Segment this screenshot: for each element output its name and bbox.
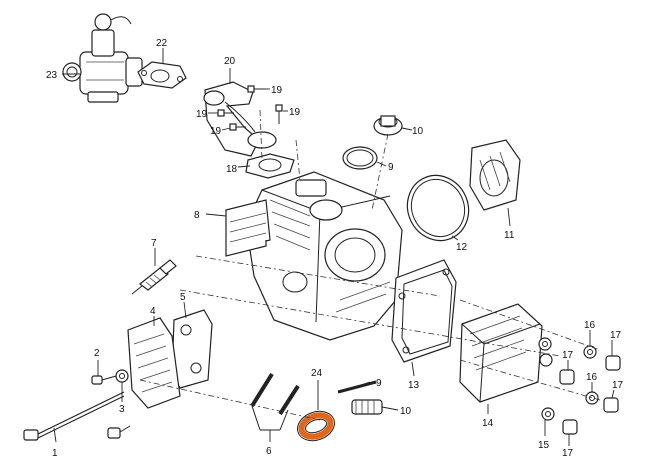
part-number-labels: 1 2 3 4 5 6 7 8 9 9 10 10 11 12 13 14 15… [46, 38, 624, 459]
label-17-a: 17 [610, 330, 622, 341]
label-2: 2 [94, 348, 100, 359]
intake-gasket [245, 153, 295, 179]
manifold-bolts [217, 85, 283, 131]
label-19-d: 19 [210, 126, 222, 137]
label-13: 13 [408, 380, 420, 391]
carburetor-insulator-gasket [137, 61, 187, 89]
cylinder-head-cover [459, 303, 543, 403]
label-10-upper: 10 [412, 126, 424, 137]
label-11: 11 [504, 230, 515, 241]
label-16-upper: 16 [584, 320, 596, 331]
label-19-c: 19 [196, 109, 208, 120]
label-17-d: 17 [562, 448, 574, 459]
label-20: 20 [224, 56, 236, 67]
label-8: 8 [194, 210, 200, 221]
label-18: 18 [226, 164, 238, 175]
label-22: 22 [156, 38, 168, 49]
alignment-lines [139, 109, 601, 421]
valve-adjust-cap [373, 115, 403, 136]
o-ring-24-highlighted [297, 410, 335, 442]
label-17-b: 17 [562, 350, 574, 361]
head-cover-gasket [391, 259, 457, 363]
label-12: 12 [456, 242, 468, 253]
washers-and-nuts [538, 337, 621, 435]
label-19-a: 19 [271, 85, 283, 96]
label-10-lower: 10 [400, 406, 412, 417]
label-1: 1 [52, 448, 58, 459]
o-ring-small [342, 146, 378, 170]
small-bolt-and-washer [91, 369, 131, 439]
cylinder-studs [250, 372, 300, 431]
label-7: 7 [151, 238, 157, 249]
label-17-c: 17 [612, 380, 624, 391]
cylinder-head [245, 171, 403, 341]
dowel-pin [337, 380, 377, 394]
label-15: 15 [538, 440, 550, 451]
label-6: 6 [266, 446, 272, 457]
label-24: 24 [311, 368, 323, 379]
label-9-lower: 9 [376, 378, 382, 389]
side-fin-cover [127, 317, 181, 409]
label-9-upper: 9 [388, 162, 394, 173]
cam-holder-plate [171, 309, 213, 389]
label-3: 3 [119, 404, 125, 415]
valve-adjuster [351, 399, 399, 415]
carburetor [62, 13, 143, 103]
o-ring-large [406, 174, 470, 242]
long-stud-bolt [23, 391, 125, 441]
label-19-b: 19 [289, 107, 301, 118]
label-5: 5 [180, 292, 186, 303]
spark-plug [131, 259, 177, 295]
side-cover [469, 139, 521, 211]
label-16-lower: 16 [586, 372, 598, 383]
head-fin-cover [225, 199, 271, 257]
label-4: 4 [150, 306, 156, 317]
label-14: 14 [482, 418, 494, 429]
intake-manifold [203, 81, 277, 157]
label-23: 23 [46, 70, 58, 81]
